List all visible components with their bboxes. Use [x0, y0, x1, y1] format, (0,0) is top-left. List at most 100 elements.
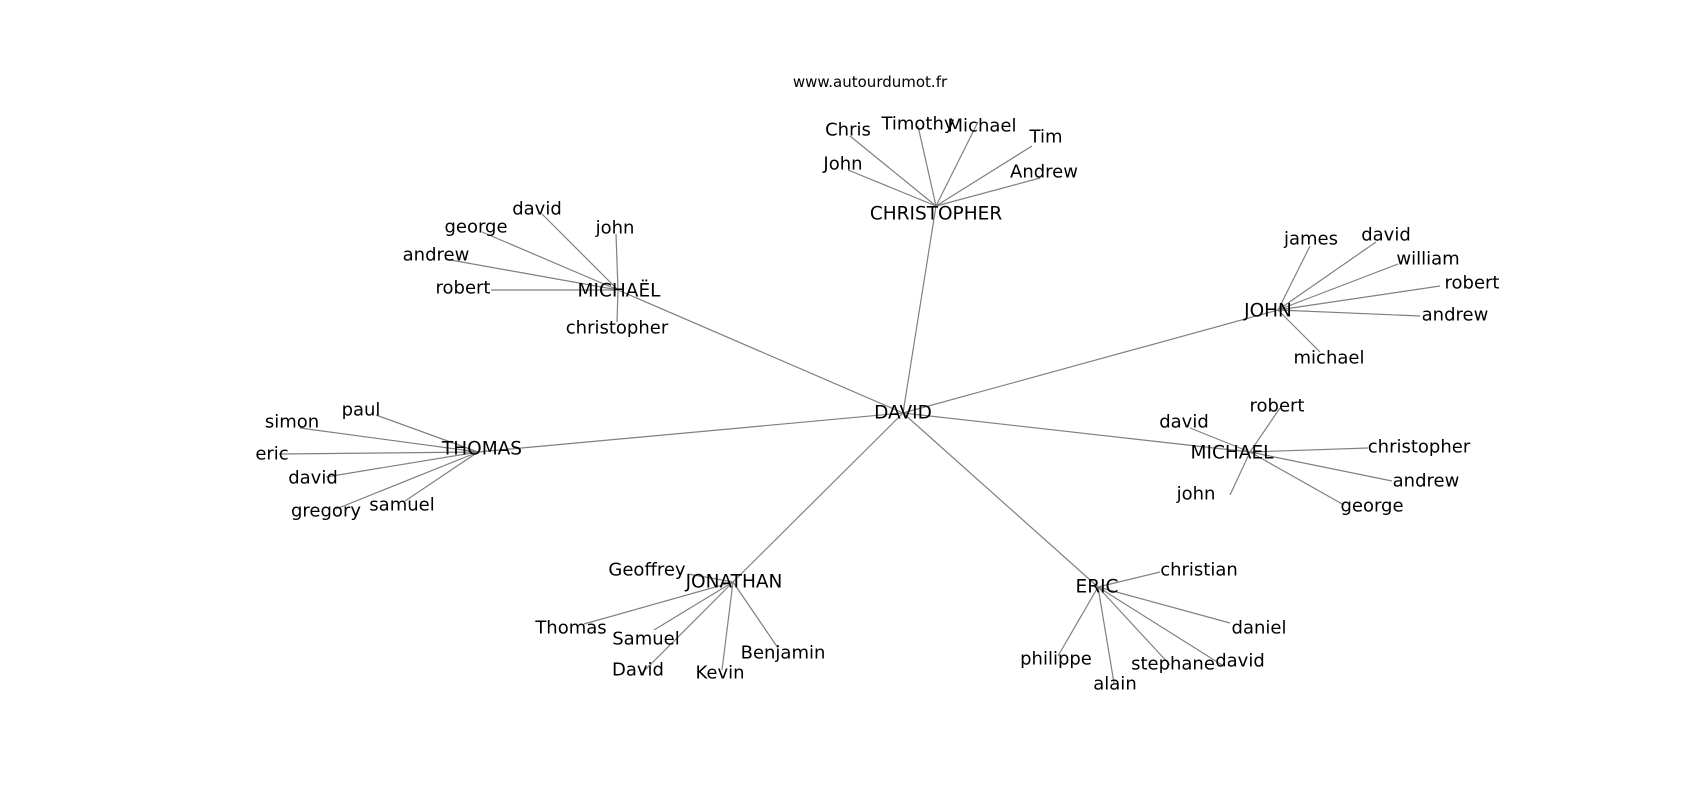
edge-eric-to-philippe — [1057, 586, 1099, 657]
hub-node-label-michael-umlaut[interactable]: MICHAËL — [578, 281, 662, 302]
leaf-node-label-eric-philippe[interactable]: philippe — [1020, 649, 1092, 670]
edge-eric-to-stephane — [1097, 586, 1171, 666]
leaf-node-label-jonathan-thomas[interactable]: Thomas — [534, 618, 606, 639]
edge-jonathan-to-kevin — [721, 581, 734, 671]
edge-center-to-christopher — [902, 205, 937, 414]
leaf-node-label-michael-umlaut-george[interactable]: george — [444, 217, 507, 238]
leaf-node-label-christopher-andrew[interactable]: Andrew — [1010, 162, 1078, 183]
leaf-node-label-michael-umlaut-christopher[interactable]: christopher — [566, 318, 669, 339]
edge-michael-umlaut-to-david — [541, 213, 619, 291]
edge-michael-to-andrew — [1249, 451, 1393, 482]
leaf-node-label-jonathan-david[interactable]: David — [612, 660, 664, 681]
edge-jonathan-to-david — [639, 581, 734, 676]
leaf-node-label-michael-umlaut-andrew[interactable]: andrew — [403, 245, 470, 266]
leaf-node-label-eric-christian[interactable]: christian — [1160, 560, 1238, 581]
leaf-node-label-jonathan-samuel[interactable]: Samuel — [612, 629, 679, 650]
edge-eric-to-christian — [1097, 571, 1161, 588]
leaf-node-label-michael-george[interactable]: george — [1340, 496, 1403, 517]
leaf-node-label-thomas-gregory[interactable]: gregory — [291, 501, 361, 522]
edge-christopher-to-michael — [935, 121, 979, 207]
edge-center-to-john — [902, 309, 1279, 414]
leaf-node-label-michael-robert[interactable]: robert — [1250, 396, 1305, 417]
leaf-node-label-thomas-simon[interactable]: simon — [265, 412, 319, 433]
hub-node-label-thomas[interactable]: THOMAS — [441, 439, 522, 460]
edge-center-to-michael-umlaut — [617, 289, 904, 414]
edge-jonathan-to-samuel — [653, 581, 734, 631]
edge-michael-to-christopher — [1249, 447, 1369, 453]
leaf-node-label-john-andrew[interactable]: andrew — [1422, 305, 1489, 326]
leaf-node-label-jonathan-geoffrey[interactable]: Geoffrey — [608, 560, 686, 581]
edge-thomas-to-samuel — [404, 451, 479, 502]
leaf-node-label-thomas-eric[interactable]: eric — [255, 444, 288, 465]
leaf-node-label-john-david[interactable]: david — [1361, 225, 1411, 246]
center-node-label[interactable]: DAVID — [874, 403, 932, 424]
leaf-node-label-christopher-tim[interactable]: Tim — [1029, 127, 1063, 148]
edges-layer — [278, 121, 1441, 684]
leaf-node-label-john-william[interactable]: william — [1396, 249, 1459, 270]
leaf-node-label-thomas-david[interactable]: david — [288, 468, 338, 489]
leaf-node-label-christopher-chris[interactable]: Chris — [825, 120, 871, 141]
edge-john-to-michael — [1277, 309, 1321, 353]
leaf-node-label-michael-umlaut-david[interactable]: david — [512, 199, 562, 220]
edge-thomas-to-simon — [299, 427, 479, 453]
edge-christopher-to-chris — [849, 135, 937, 207]
leaf-node-label-jonathan-kevin[interactable]: Kevin — [695, 663, 744, 684]
leaf-node-label-thomas-paul[interactable]: paul — [342, 400, 381, 421]
leaf-node-label-eric-david[interactable]: david — [1215, 651, 1265, 672]
edge-center-to-michael — [902, 412, 1251, 453]
leaf-node-label-eric-daniel[interactable]: daniel — [1232, 618, 1287, 639]
leaf-node-label-john-michael[interactable]: michael — [1294, 348, 1365, 369]
edge-jonathan-to-benjamin — [732, 581, 779, 649]
edge-michael-to-john — [1229, 451, 1251, 496]
edge-center-to-eric — [902, 412, 1099, 588]
edge-john-to-andrew — [1277, 309, 1421, 317]
leaf-node-label-michael-christopher[interactable]: christopher — [1368, 437, 1471, 458]
edge-michael-to-george — [1249, 451, 1345, 506]
edge-thomas-to-paul — [375, 414, 479, 453]
edge-center-to-jonathan — [732, 412, 904, 583]
edge-michael-umlaut-to-andrew — [444, 258, 619, 291]
hub-node-label-christopher[interactable]: CHRISTOPHER — [870, 204, 1003, 225]
edge-john-to-william — [1277, 263, 1399, 311]
hub-node-label-jonathan[interactable]: JONATHAN — [685, 572, 783, 593]
leaf-node-label-michael-john[interactable]: john — [1176, 484, 1216, 505]
edge-john-to-james — [1277, 245, 1311, 311]
edge-thomas-to-gregory — [335, 451, 479, 510]
edge-michael-to-robert — [1249, 407, 1281, 453]
edge-michael-to-david — [1189, 427, 1251, 453]
edge-eric-to-david — [1097, 586, 1223, 666]
hub-node-label-john[interactable]: JOHN — [1243, 301, 1292, 322]
edge-christopher-to-tim — [935, 145, 1033, 207]
leaf-node-label-michael-umlaut-john[interactable]: john — [595, 218, 635, 239]
edge-michael-umlaut-to-john — [615, 233, 619, 291]
labels-layer: www.autourdumot.fr DAVID CHRISTOPHER Chris… — [255, 73, 1499, 695]
edge-center-to-thomas — [477, 412, 904, 453]
leaf-node-label-john-robert[interactable]: robert — [1445, 273, 1500, 294]
edge-jonathan-to-geoffrey — [687, 573, 734, 583]
edge-christopher-to-andrew — [935, 177, 1041, 207]
leaf-node-label-jonathan-benjamin[interactable]: Benjamin — [741, 643, 826, 664]
edge-eric-to-alain — [1097, 586, 1115, 684]
leaf-node-label-michael-andrew[interactable]: andrew — [1393, 471, 1460, 492]
edge-john-to-david — [1277, 241, 1377, 311]
leaf-node-label-christopher-john[interactable]: John — [822, 154, 862, 175]
edge-christopher-to-timothy — [917, 125, 937, 207]
leaf-node-label-christopher-michael[interactable]: Michael — [948, 116, 1017, 137]
leaf-node-label-michael-david[interactable]: david — [1159, 412, 1209, 433]
hub-node-label-michael[interactable]: MICHAEL — [1191, 443, 1275, 464]
source-label[interactable]: www.autourdumot.fr — [793, 73, 948, 91]
edge-michael-umlaut-to-george — [481, 231, 619, 291]
leaf-node-label-eric-alain[interactable]: alain — [1093, 674, 1136, 695]
leaf-node-label-thomas-samuel[interactable]: samuel — [369, 495, 434, 516]
edge-jonathan-to-thomas — [583, 581, 734, 625]
hub-node-label-eric[interactable]: ERIC — [1076, 577, 1119, 598]
leaf-node-label-michael-umlaut-robert[interactable]: robert — [436, 278, 491, 299]
leaf-node-label-john-james[interactable]: james — [1283, 229, 1338, 250]
edge-thomas-to-eric — [278, 451, 479, 455]
leaf-node-label-eric-stephane[interactable]: stephane — [1131, 654, 1215, 675]
leaf-node-label-christopher-timothy[interactable]: Timothy — [880, 114, 954, 135]
edge-michael-umlaut-to-christopher — [616, 289, 619, 323]
edge-christopher-to-john — [847, 169, 937, 207]
edge-eric-to-daniel — [1097, 586, 1231, 624]
